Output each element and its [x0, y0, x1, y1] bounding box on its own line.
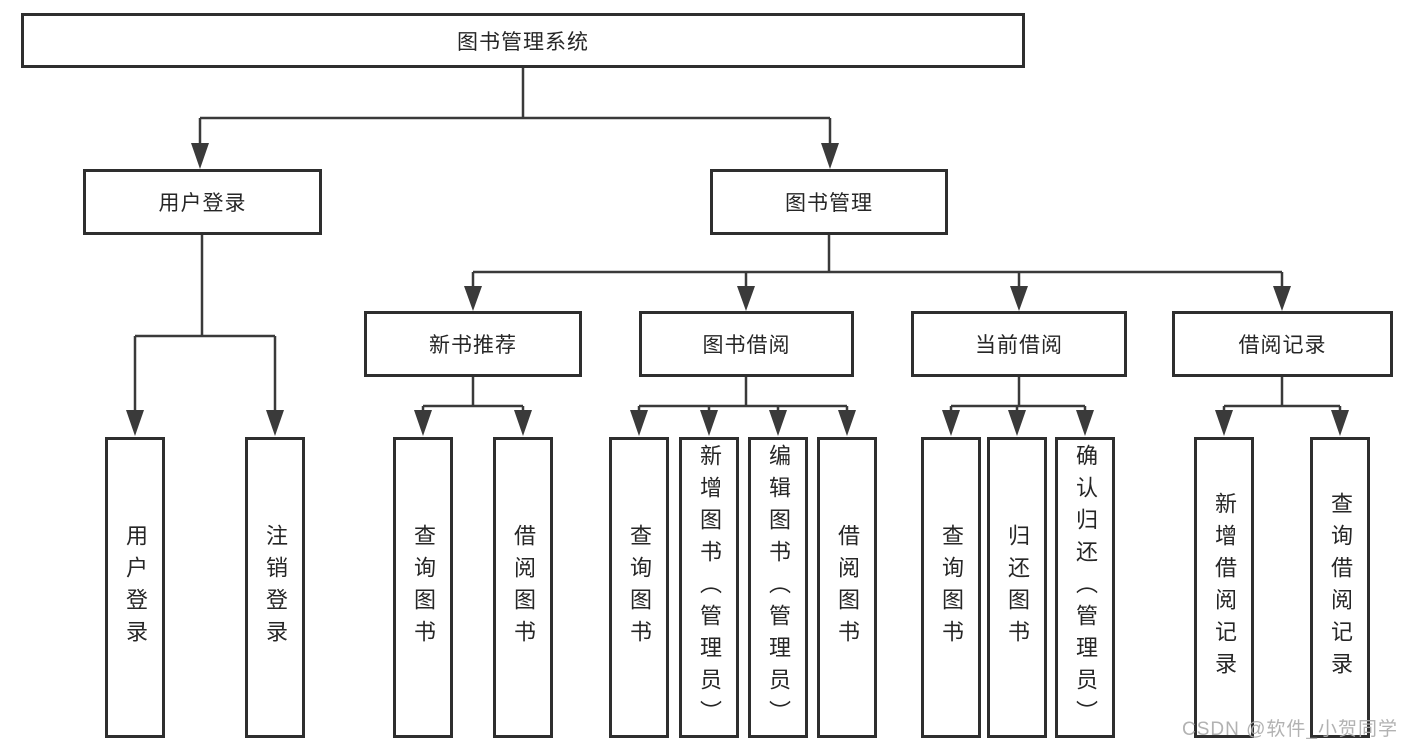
leaf-query-borrow-record: 查询借阅记录	[1310, 437, 1370, 738]
node-current-borrow: 当前借阅	[911, 311, 1127, 377]
leaf-return-book: 归还图书	[987, 437, 1047, 738]
leaf-query-books-current: 查询图书	[921, 437, 981, 738]
leaf-user-login: 用户登录	[105, 437, 165, 738]
connector-book-borrow-to-leaves	[630, 377, 856, 436]
node-new-book-recommend: 新书推荐	[364, 311, 582, 377]
connector-book-management-to-level3	[464, 235, 1291, 311]
node-user-login: 用户登录	[83, 169, 322, 235]
leaf-query-books-recommend: 查询图书	[393, 437, 453, 738]
leaf-borrow-books: 借阅图书	[817, 437, 877, 738]
leaf-borrow-books-recommend: 借阅图书	[493, 437, 553, 738]
node-borrow-records: 借阅记录	[1172, 311, 1393, 377]
watermark: CSDN @软件_小贺同学	[1182, 719, 1398, 740]
connector-new-book-recommend-to-leaves	[414, 377, 532, 436]
leaf-add-book-admin: 新增图书（管理员）	[679, 437, 739, 738]
connector-borrow-records-to-leaves	[1215, 377, 1349, 436]
leaf-confirm-return-admin: 确认归还（管理员）	[1055, 437, 1115, 738]
node-book-management: 图书管理	[710, 169, 948, 235]
node-root: 图书管理系统	[21, 13, 1025, 68]
leaf-logout: 注销登录	[245, 437, 305, 738]
connector-user-login-to-leaves	[126, 235, 284, 436]
leaf-edit-book-admin: 编辑图书（管理员）	[748, 437, 808, 738]
leaf-add-borrow-record: 新增借阅记录	[1194, 437, 1254, 738]
connector-current-borrow-to-leaves	[942, 377, 1094, 436]
connector-root-to-level2	[191, 68, 839, 169]
node-book-borrow: 图书借阅	[639, 311, 854, 377]
leaf-query-books-borrow: 查询图书	[609, 437, 669, 738]
